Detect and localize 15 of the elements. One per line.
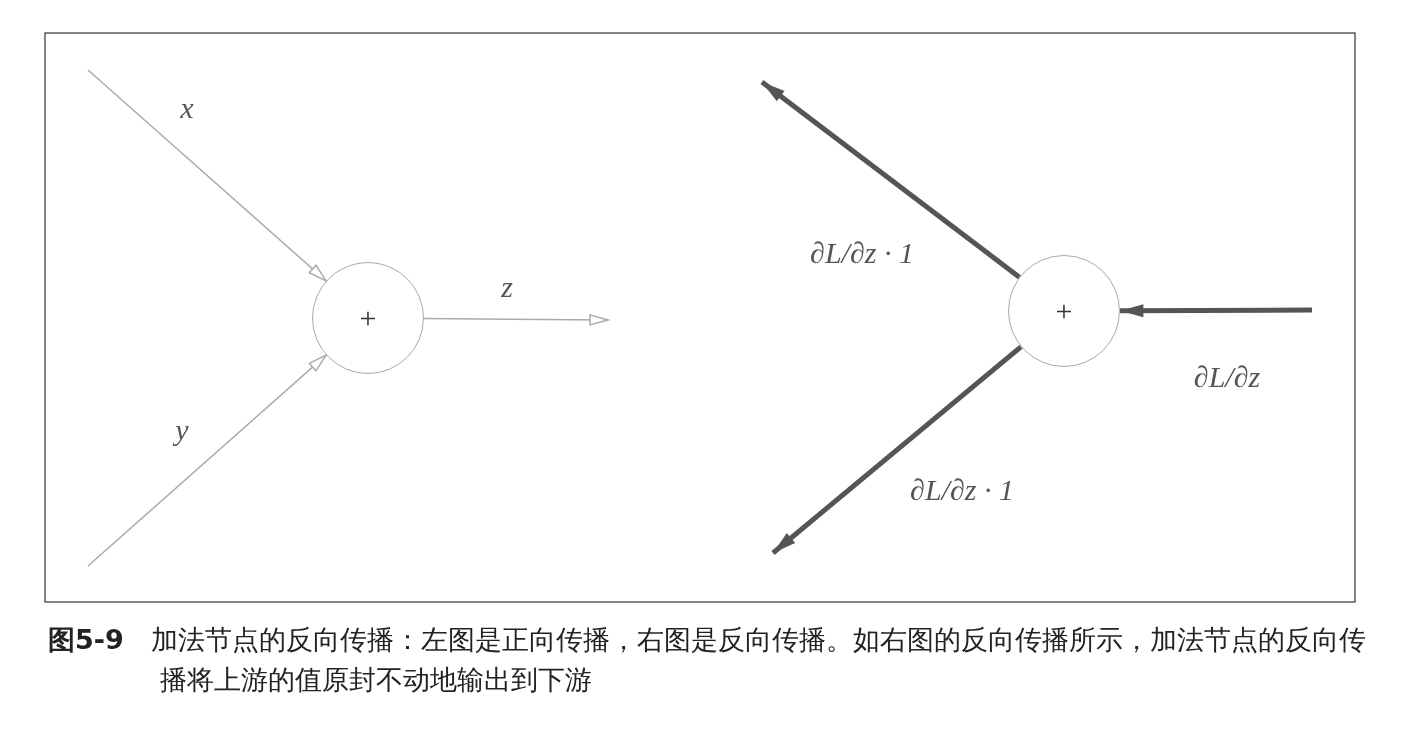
edge-label: y	[175, 413, 189, 447]
figure-caption: 图5-9 加法节点的反向传播：左图是正向传播，右图是反向传播。如右图的反向传播所示，加法节点的反向传播将上游的值原封不动地输出到下游	[48, 623, 1367, 697]
arrow	[771, 344, 1023, 555]
arrow	[87, 354, 327, 567]
arrow	[87, 69, 327, 282]
arrow	[760, 80, 1021, 280]
operation-node: +	[312, 262, 424, 374]
operation-node: +	[1008, 255, 1120, 367]
edge-label: ∂L/∂z	[1193, 360, 1261, 394]
edge-label: ∂L/∂z · 1	[910, 473, 1014, 507]
edge-label: x	[180, 91, 194, 125]
arrow	[423, 314, 609, 326]
edge-label: z	[501, 270, 513, 304]
arrow	[1120, 304, 1312, 318]
edge-label: ∂L/∂z · 1	[810, 236, 914, 270]
